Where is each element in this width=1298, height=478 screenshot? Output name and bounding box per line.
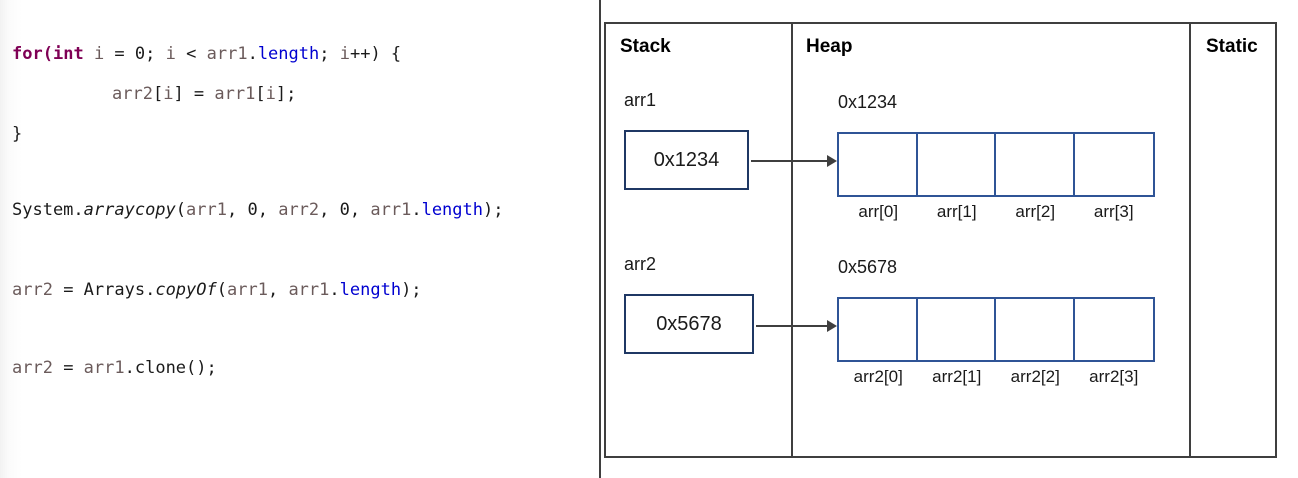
- code-token: length: [421, 200, 483, 220]
- code-token: length: [339, 280, 402, 300]
- code-token: arr2: [12, 280, 53, 300]
- line-copyof: arr2 = Arrays.copyOf(arr1, arr1.length);: [12, 280, 422, 300]
- heap-address-arr2-heap-array: 0x5678: [838, 257, 898, 277]
- line-arraycopy: System.arraycopy(arr1, 0, arr2, 0, arr1.…: [12, 200, 503, 220]
- arr1-pointer-arrow-head-icon: [827, 155, 837, 167]
- arr1-heap-array: [837, 132, 1155, 197]
- code-token: }: [12, 124, 23, 144]
- code-token: (: [42, 44, 53, 64]
- region-title-static: Static: [1206, 36, 1258, 57]
- code-token: ;: [319, 44, 340, 64]
- arr2-heap-array: [837, 297, 1155, 362]
- code-token: ,: [267, 280, 289, 300]
- code-token: int: [52, 44, 84, 64]
- code-token: =: [104, 44, 135, 64]
- code-token: for: [12, 44, 43, 64]
- code-token: .clone();: [124, 358, 217, 378]
- line-assign: arr2[i] = arr1[i];: [112, 84, 296, 104]
- heap-cell: [839, 134, 918, 195]
- code-token: length: [257, 44, 320, 64]
- heap-cell: [917, 134, 996, 195]
- code-token: (: [175, 200, 187, 220]
- code-token: =: [52, 358, 84, 378]
- code-token: .: [329, 280, 340, 300]
- code-token: arr2: [112, 84, 153, 104]
- code-token: arr1: [83, 358, 125, 378]
- heap-cell-caption: arr2[1]: [932, 367, 982, 386]
- heap-static-divider: [1189, 24, 1191, 456]
- code-token: =: [52, 280, 84, 300]
- region-title-stack: Stack: [620, 36, 671, 57]
- code-token: ,: [257, 200, 279, 220]
- heap-cell-caption: arr[0]: [858, 202, 899, 221]
- code-token: ++) {: [349, 44, 402, 64]
- code-token: arr1: [206, 44, 248, 64]
- code-token: i: [165, 44, 176, 64]
- line-clone: arr2 = arr1.clone();: [12, 358, 217, 378]
- heap-address-arr1-heap-array: 0x1234: [838, 92, 898, 112]
- code-token: <: [175, 44, 207, 64]
- line-for: for(int i = 0; i < arr1.length; i++) {: [12, 44, 401, 64]
- code-token: 0: [134, 44, 146, 64]
- code-token: arr1: [370, 200, 412, 220]
- stack-box-arr2: 0x5678: [624, 294, 754, 354]
- code-token: arraycopy: [83, 200, 176, 220]
- code-token: 0: [247, 200, 258, 220]
- code-token: [84, 44, 94, 64]
- code-token: );: [483, 200, 504, 220]
- code-token: i: [93, 44, 105, 64]
- code-token: arr1: [214, 84, 256, 104]
- code-token: ,: [319, 200, 340, 220]
- stack-var-label-arr1: arr1: [624, 90, 657, 110]
- arr1-pointer-arrow: [751, 160, 827, 162]
- code-token: arr2: [278, 200, 320, 220]
- stack-box-arr1: 0x1234: [624, 130, 749, 190]
- code-token: ,: [349, 200, 371, 220]
- code-token: .: [247, 44, 258, 64]
- code-token: ] =: [173, 84, 215, 104]
- heap-cell-caption: arr2[2]: [1010, 367, 1060, 386]
- line-close-brace: }: [12, 124, 22, 144]
- code-token: arr1: [186, 200, 227, 220]
- memory-regions-diagram: Stack Heap Static arr1 0x1234 arr2 0x5678 0x123…: [604, 22, 1277, 458]
- code-token: );: [401, 280, 422, 300]
- heap-cell-caption: arr[1]: [936, 202, 977, 221]
- code-token: Arrays.: [83, 280, 156, 300]
- heap-cell: [996, 299, 1075, 360]
- code-token: arr2: [12, 358, 53, 378]
- code-token: i: [339, 44, 350, 64]
- code-token: [: [255, 84, 266, 104]
- arr2-pointer-arrow: [756, 325, 827, 327]
- heap-cell: [996, 134, 1075, 195]
- code-token: ;: [145, 44, 166, 64]
- code-token: (: [216, 280, 227, 300]
- code-token: ,: [226, 200, 248, 220]
- heap-cell: [1074, 299, 1153, 360]
- code-token: i: [265, 84, 276, 104]
- code-pane: for(int i = 0; i < arr1.length; i++) {ar…: [0, 0, 600, 478]
- code-token: System.: [12, 200, 84, 220]
- code-token: arr1: [227, 280, 268, 300]
- code-token: [: [152, 84, 164, 104]
- heap-cell: [1074, 134, 1153, 195]
- heap-cell: [839, 299, 918, 360]
- code-token: .: [411, 200, 422, 220]
- heap-cell-caption: arr2[0]: [853, 367, 903, 386]
- code-token: 0: [339, 200, 350, 220]
- arr2-pointer-arrow-head-icon: [827, 320, 837, 332]
- code-diagram-separator: [599, 0, 601, 478]
- code-token: arr1: [288, 280, 330, 300]
- stack-var-label-arr2: arr2: [624, 254, 657, 274]
- code-token: i: [163, 84, 174, 104]
- heap-cell-caption: arr2[3]: [1089, 367, 1139, 386]
- heap-cell: [917, 299, 996, 360]
- region-title-heap: Heap: [806, 36, 853, 57]
- stack-heap-divider: [791, 24, 793, 456]
- code-token: ];: [275, 84, 297, 104]
- heap-cell-caption: arr[2]: [1015, 202, 1056, 221]
- code-token: copyOf: [155, 280, 217, 300]
- heap-cell-caption: arr[3]: [1093, 202, 1134, 221]
